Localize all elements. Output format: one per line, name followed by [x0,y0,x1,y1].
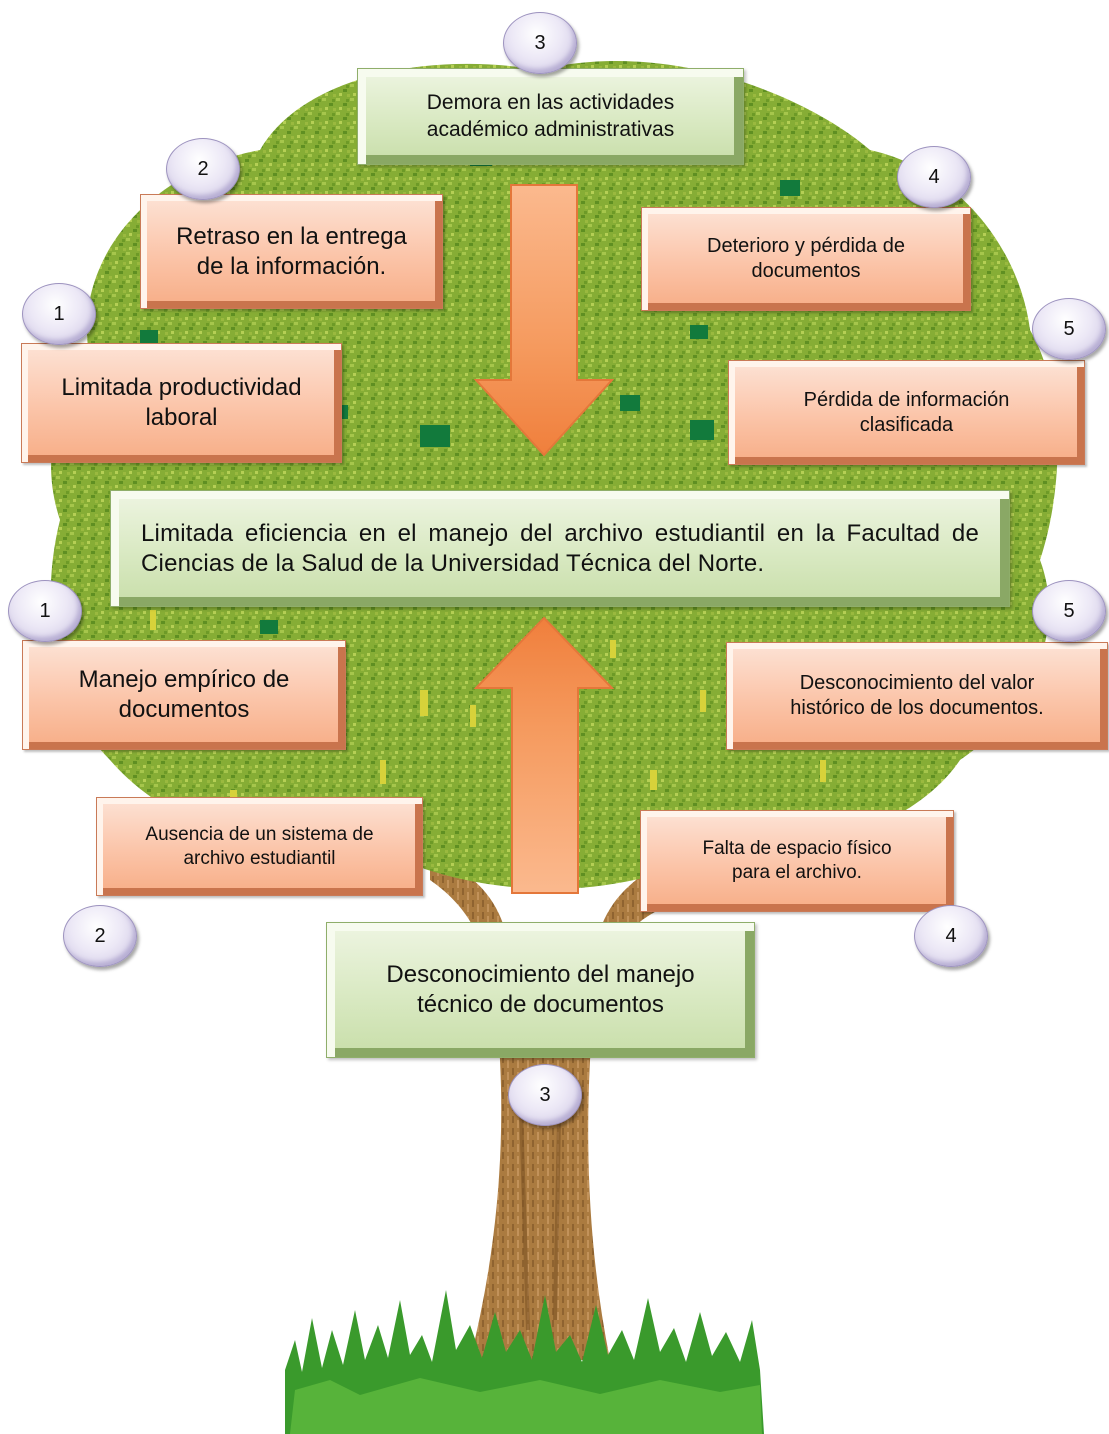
arrow-up [473,616,615,894]
cause-box-4: Falta de espacio físico para el archivo. [640,810,954,912]
effect-text-1: Limitada productividad laboral [61,374,302,431]
central-problem-text: Limitada eficiencia en el manejo del arc… [141,519,979,577]
cause-box-3: Desconocimiento del manejo técnico de do… [326,922,755,1058]
badge-effect-2: 2 [166,138,240,200]
badge-cause-5: 5 [1032,580,1106,642]
effect-box-4: Deterioro y pérdida de documentos [641,207,971,311]
effect-box-3: Demora en las actividades académico admi… [357,68,744,165]
badge-cause-2: 2 [63,905,137,967]
cause-text-4: Falta de espacio físico para el archivo. [702,838,892,883]
cause-text-2: Ausencia de un sistema de archivo estudi… [145,823,374,869]
effect-box-1: Limitada productividad laboral [21,343,342,463]
badge-effect-1: 1 [22,283,96,345]
effect-text-5: Pérdida de información clasificada [803,388,1010,436]
arrow-down [473,184,615,457]
badge-effect-4: 4 [897,146,971,208]
central-problem-box: Limitada eficiencia en el manejo del arc… [110,490,1010,607]
cause-text-5: Desconocimiento del valor histórico de l… [790,672,1044,719]
grass [285,1290,764,1434]
cause-text-3: Desconocimiento del manejo técnico de do… [386,961,695,1018]
cause-box-1: Manejo empírico de documentos [22,640,346,750]
badge-effect-5: 5 [1032,298,1106,360]
effect-box-2: Retraso en la entrega de la información. [140,194,443,309]
cause-text-1: Manejo empírico de documentos [78,666,290,723]
badge-cause-1: 1 [8,580,82,642]
badge-cause-4: 4 [914,905,988,967]
badge-effect-3: 3 [503,12,577,74]
badge-cause-3: 3 [508,1064,582,1126]
effect-text-2: Retraso en la entrega de la información. [176,222,407,280]
effect-text-3: Demora en las actividades académico admi… [426,91,675,141]
cause-box-5: Desconocimiento del valor histórico de l… [726,642,1108,750]
effect-text-4: Deterioro y pérdida de documentos [707,235,905,282]
effect-box-5: Pérdida de información clasificada [728,360,1085,465]
cause-box-2: Ausencia de un sistema de archivo estudi… [96,797,423,896]
